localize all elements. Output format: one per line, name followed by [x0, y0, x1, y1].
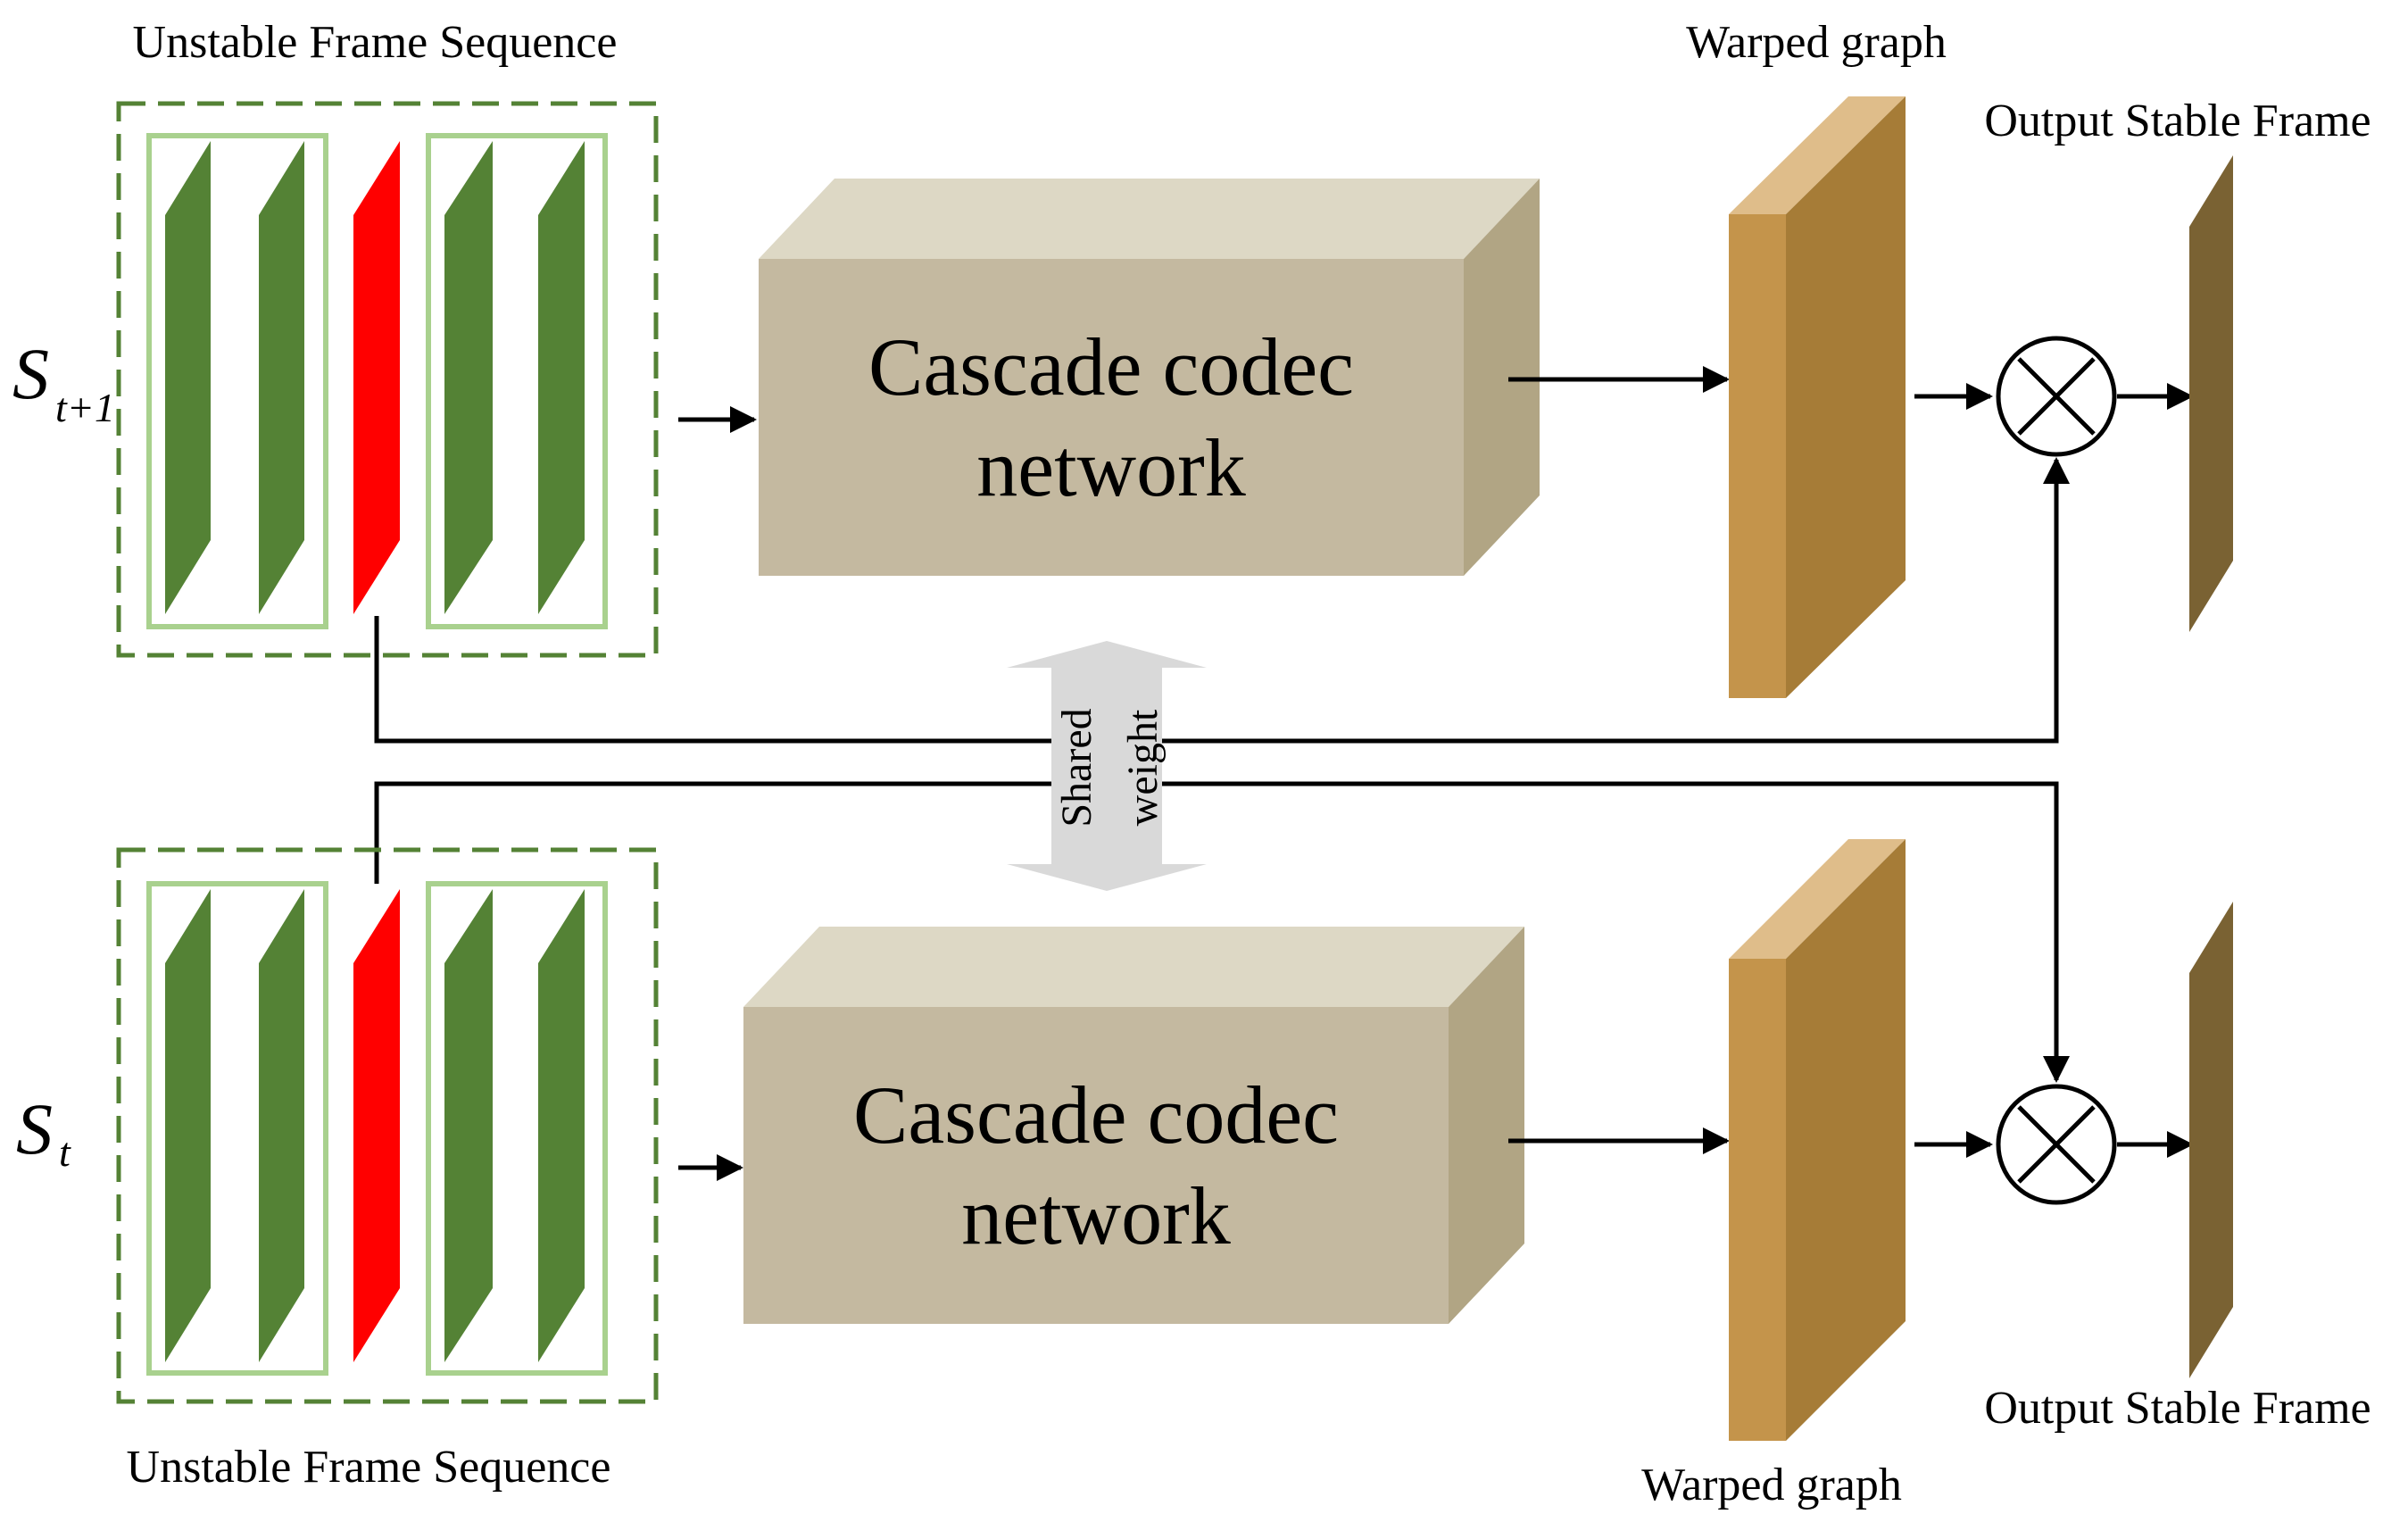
top-current-frame-to-top-multiply-line — [374, 457, 2070, 744]
top-warped-label: Warped graph — [1686, 17, 1947, 68]
bottom-frame-current — [353, 889, 400, 1362]
double-headed-arrow-icon — [1007, 641, 1207, 891]
top-state-label: S t+1 — [12, 333, 115, 430]
bottom-frame-2 — [259, 889, 304, 1362]
bottom-state-label: S t — [16, 1088, 71, 1175]
bottom-box-top-face — [743, 927, 1524, 1007]
bottom-frame-4 — [538, 889, 585, 1362]
bottom-output-frame — [2189, 902, 2233, 1378]
top-pipeline: Unstable Frame Sequence S t+1 Cascade co… — [12, 17, 2371, 698]
top-warped-side-face — [1786, 96, 1906, 698]
top-circled-times-icon — [1996, 336, 2117, 457]
top-frame-3 — [444, 141, 493, 614]
top-warped-top-face — [1729, 96, 1906, 214]
top-box-top-face — [759, 179, 1540, 259]
top-box-label-line2: network — [976, 422, 1245, 513]
bottom-frame-3 — [444, 889, 493, 1362]
bottom-box-label-line2: network — [961, 1170, 1230, 1261]
bottom-frame-sequence — [116, 847, 659, 1404]
top-warped-front-face — [1729, 214, 1786, 698]
top-state-symbol: S — [12, 333, 49, 414]
bottom-current-frame-to-bottom-multiply-line — [374, 781, 2070, 1083]
top-sequence-dashed-border — [116, 101, 659, 658]
bottom-frame-1 — [165, 889, 211, 1362]
cross-connections — [374, 457, 2070, 1083]
top-sequence-label: Unstable Frame Sequence — [133, 17, 618, 68]
top-warped-graph — [1729, 96, 1906, 698]
top-frame-group-left — [146, 133, 328, 629]
bottom-box-front-face — [743, 1007, 1449, 1324]
bottom-warped-side-face — [1786, 839, 1906, 1441]
bottom-box-side-face — [1449, 927, 1524, 1324]
bottom-warped-top-face — [1729, 839, 1906, 959]
top-frame-2 — [259, 141, 304, 614]
bottom-output-label: Output Stable Frame — [1984, 1383, 2371, 1434]
bottom-frame-group-right — [426, 881, 608, 1376]
bottom-box-label-line1: Cascade codec — [853, 1069, 1339, 1160]
shared-weight-label-line1: Shared — [1053, 708, 1100, 827]
shared-weight-arrow: Shared weight — [1007, 641, 1207, 891]
bottom-warped-front-face — [1729, 959, 1786, 1441]
top-output-label: Output Stable Frame — [1984, 96, 2371, 146]
bottom-sequence-dashed-border — [116, 847, 659, 1404]
top-state-subscript: t+1 — [55, 385, 115, 430]
bottom-pipeline: S t Unstable Frame Sequence Cascade code… — [16, 839, 2371, 1510]
top-box-front-face — [759, 259, 1464, 576]
top-box-label-line1: Cascade codec — [868, 321, 1354, 412]
bottom-warped-graph — [1729, 839, 1906, 1441]
top-box-side-face — [1464, 179, 1540, 576]
top-frame-current — [353, 141, 400, 614]
top-frame-sequence — [116, 101, 659, 658]
top-frame-group-right — [426, 133, 608, 629]
top-frame-4 — [538, 141, 585, 614]
bottom-cascade-codec-box: Cascade codec network — [743, 927, 1524, 1324]
bottom-sequence-label: Unstable Frame Sequence — [127, 1442, 611, 1493]
top-frame-1 — [165, 141, 211, 614]
bottom-state-subscript: t — [59, 1129, 71, 1175]
bottom-frame-group-left — [146, 881, 328, 1376]
bottom-circled-times-icon — [1996, 1084, 2117, 1205]
bottom-state-symbol: S — [16, 1088, 53, 1169]
top-output-frame — [2189, 155, 2233, 632]
shared-weight-label-line2: weight — [1119, 709, 1167, 826]
top-cascade-codec-box: Cascade codec network — [759, 179, 1540, 576]
bottom-warped-label: Warped graph — [1641, 1460, 1902, 1510]
